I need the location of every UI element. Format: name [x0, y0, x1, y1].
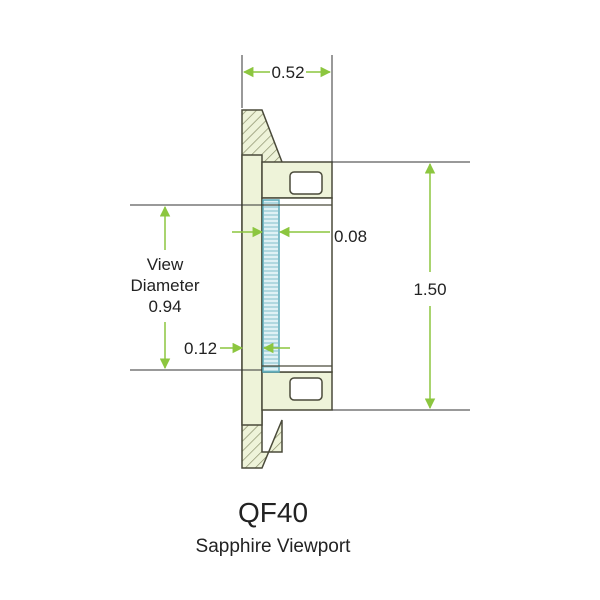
- flange-thickness-label: 0.52: [271, 63, 304, 82]
- part-body: [241, 109, 333, 469]
- outer-height-label: 1.50: [413, 280, 446, 299]
- lower-inner-cavity: [289, 377, 323, 401]
- upper-inner-cavity: [289, 171, 323, 195]
- sapphire-window: [262, 199, 280, 373]
- drawing-subtitle: Sapphire Viewport: [196, 536, 352, 557]
- window-thickness-label: 0.08: [334, 227, 367, 246]
- dimension-lines: [159, 66, 436, 410]
- view-diameter-label-line1: View: [147, 255, 184, 274]
- drawing-title: QF40: [238, 497, 308, 528]
- extension-lines: [130, 55, 470, 411]
- window-offset-label: 0.12: [184, 339, 217, 358]
- view-diameter-value: 0.94: [148, 297, 181, 316]
- front-face: [241, 154, 263, 426]
- view-diameter-label-line2: Diameter: [131, 276, 200, 295]
